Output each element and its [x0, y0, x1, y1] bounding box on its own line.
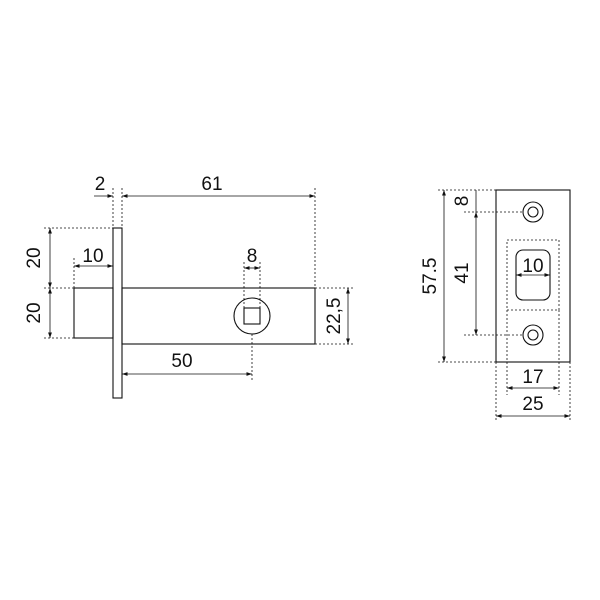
- strike-recess-outline: [506, 239, 560, 311]
- latch-bolt: [73, 287, 114, 339]
- dim-hole-offset: 8: [452, 196, 473, 207]
- screw-hole-bottom-outer: [522, 324, 544, 346]
- dim-plate-thickness: 2: [95, 174, 106, 195]
- dim-hole-spacing: 41: [452, 262, 473, 283]
- screw-hole-top-inner: [527, 206, 539, 218]
- front-plate: [112, 227, 123, 399]
- strike-extension-lines: [438, 189, 571, 422]
- dim-backset: 50: [171, 351, 192, 372]
- strike-plate-view: 57.5 8 41 10 17 25: [420, 189, 571, 422]
- latch-side-view: 2 61 20 20 10 8 50 22,5: [24, 174, 355, 399]
- dim-spindle: 8: [247, 246, 258, 267]
- dim-bolt-upper: 20: [24, 247, 45, 268]
- screw-hole-top-outer: [522, 201, 544, 223]
- dim-strike-width: 25: [522, 394, 543, 415]
- dim-strike-height: 57.5: [420, 258, 441, 295]
- screw-hole-bottom-inner: [527, 329, 539, 341]
- dim-bolt-lower: 20: [24, 302, 45, 323]
- strike-plate: [495, 189, 571, 363]
- side-extension-lines: [44, 188, 355, 398]
- dim-bolt-protrusion: 10: [82, 246, 103, 267]
- dim-opening: 10: [522, 256, 543, 277]
- spindle-square-hole: [243, 307, 261, 325]
- latch-body: [121, 287, 316, 345]
- spindle-boss: [233, 297, 271, 335]
- dim-inner-width: 17: [522, 367, 543, 388]
- dim-total-length: 61: [201, 174, 222, 195]
- dim-body-height: 22,5: [324, 298, 345, 335]
